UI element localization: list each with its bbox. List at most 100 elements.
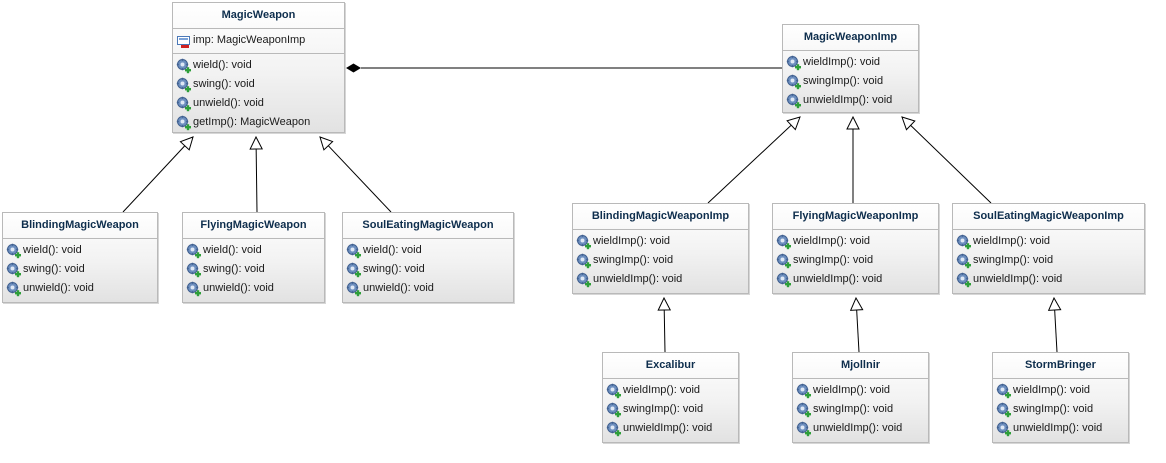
operation-row: unwieldImp(): void <box>793 419 928 438</box>
operation-row-text: unwieldImp(): void <box>973 273 1063 285</box>
class-name: FlyingMagicWeapon <box>183 213 324 239</box>
hollow-triangle-arrowhead <box>657 296 672 311</box>
generalization-blinding-magic-weapon-to-magic-weapon <box>122 136 194 213</box>
operation-row: swing(): void <box>173 75 344 94</box>
operation-row-text: unwield(): void <box>23 282 94 294</box>
class-name: BlindingMagicWeapon <box>3 213 157 239</box>
public-method-icon <box>576 272 592 288</box>
public-method-icon <box>346 243 362 259</box>
attributes-compartment: imp: MagicWeaponImp <box>173 29 344 54</box>
hollow-triangle-arrowhead <box>319 136 334 151</box>
operation-row: wieldImp(): void <box>783 53 918 72</box>
connector-line <box>707 124 792 204</box>
connector-line <box>910 124 992 204</box>
operation-row-text: swingImp(): void <box>973 254 1054 266</box>
public-method-icon <box>176 96 192 112</box>
public-method-icon <box>796 402 812 418</box>
operation-row: unwield(): void <box>343 279 513 298</box>
class-name: FlyingMagicWeaponImp <box>773 204 938 230</box>
class-name: StormBringer <box>993 353 1128 379</box>
operation-row-text: unwieldImp(): void <box>803 94 893 106</box>
operation-row-text: swingImp(): void <box>803 75 884 87</box>
operation-row-text: wieldImp(): void <box>813 384 891 396</box>
class-name: MagicWeapon <box>173 3 344 29</box>
public-method-icon <box>786 93 802 109</box>
operation-row: swing(): void <box>3 260 157 279</box>
public-method-icon <box>6 262 22 278</box>
connector-line <box>122 145 186 213</box>
operation-row: wieldImp(): void <box>603 381 738 400</box>
public-method-icon <box>796 421 812 437</box>
operation-row-text: swing(): void <box>363 263 425 275</box>
operation-row: swing(): void <box>183 260 324 279</box>
generalization-storm-bringer-to-soul-eating-magic-weapon-imp <box>1047 296 1062 353</box>
operation-row: swingImp(): void <box>953 251 1144 270</box>
generalization-flying-magic-weapon-imp-to-magic-weapon-imp <box>846 115 860 203</box>
operation-row-text: wieldImp(): void <box>973 235 1051 247</box>
class-name: SoulEatingMagicWeapon <box>343 213 513 239</box>
operation-row: unwieldImp(): void <box>953 270 1144 289</box>
public-method-icon <box>186 243 202 259</box>
operation-row-text: wieldImp(): void <box>1013 384 1091 396</box>
operations-compartment: wieldImp(): void swingImp(): void unwieldI… <box>603 379 738 440</box>
operation-row: wieldImp(): void <box>573 232 748 251</box>
generalization-mjollnir-to-flying-magic-weapon-imp <box>849 296 864 353</box>
operation-row: wieldImp(): void <box>993 381 1128 400</box>
public-method-icon <box>776 253 792 269</box>
operation-row-text: wieldImp(): void <box>623 384 701 396</box>
operation-row-text: swingImp(): void <box>813 403 894 415</box>
public-method-icon <box>576 253 592 269</box>
operations-compartment: wieldImp(): void swingImp(): void unwieldI… <box>953 230 1144 291</box>
operation-row: swing(): void <box>343 260 513 279</box>
operation-row: unwieldImp(): void <box>993 419 1128 438</box>
class-magic-weapon[interactable]: MagicWeapon imp: MagicWeaponImp wield(): v… <box>172 2 345 133</box>
generalization-flying-magic-weapon-to-magic-weapon <box>249 135 263 213</box>
operation-row-text: unwieldImp(): void <box>593 273 683 285</box>
operation-row: unwield(): void <box>3 279 157 298</box>
operation-row: unwield(): void <box>183 279 324 298</box>
operation-row: wieldImp(): void <box>773 232 938 251</box>
operations-compartment: wieldImp(): void swingImp(): void unwieldI… <box>993 379 1128 440</box>
operation-row-text: unwield(): void <box>193 97 264 109</box>
operation-row-text: swingImp(): void <box>623 403 704 415</box>
public-method-icon <box>6 281 22 297</box>
generalization-blinding-magic-weapon-imp-to-magic-weapon-imp <box>707 116 801 204</box>
public-method-icon <box>786 74 802 90</box>
hollow-triangle-arrowhead <box>901 116 916 131</box>
connector-line <box>856 309 860 353</box>
public-method-icon <box>176 77 192 93</box>
operation-row: unwieldImp(): void <box>603 419 738 438</box>
operations-compartment: wieldImp(): void swingImp(): void unwieldI… <box>793 379 928 440</box>
operation-row-text: wield(): void <box>363 244 422 256</box>
operation-row-text: unwieldImp(): void <box>1013 422 1103 434</box>
hollow-triangle-arrowhead <box>179 136 194 151</box>
operation-row-text: unwieldImp(): void <box>813 422 903 434</box>
hollow-triangle-arrowhead <box>786 116 801 131</box>
operation-row: wieldImp(): void <box>953 232 1144 251</box>
operations-compartment: wieldImp(): void swingImp(): void unwieldI… <box>783 51 918 112</box>
public-method-icon <box>176 58 192 74</box>
public-method-icon <box>606 402 622 418</box>
public-method-icon <box>786 55 802 71</box>
attribute-row-text: imp: MagicWeaponImp <box>193 34 306 46</box>
public-method-icon <box>996 421 1012 437</box>
public-method-icon <box>776 234 792 250</box>
public-method-icon <box>606 421 622 437</box>
connector-line <box>1054 309 1058 353</box>
operation-row: swingImp(): void <box>993 400 1128 419</box>
operation-row: swingImp(): void <box>603 400 738 419</box>
class-storm-bringer[interactable]: StormBringer wieldImp(): void swingImp(): … <box>992 352 1129 443</box>
public-method-icon <box>6 243 22 259</box>
class-soul-eating-magic-weapon[interactable]: SoulEatingMagicWeapon wield(): void swing(… <box>342 212 514 303</box>
